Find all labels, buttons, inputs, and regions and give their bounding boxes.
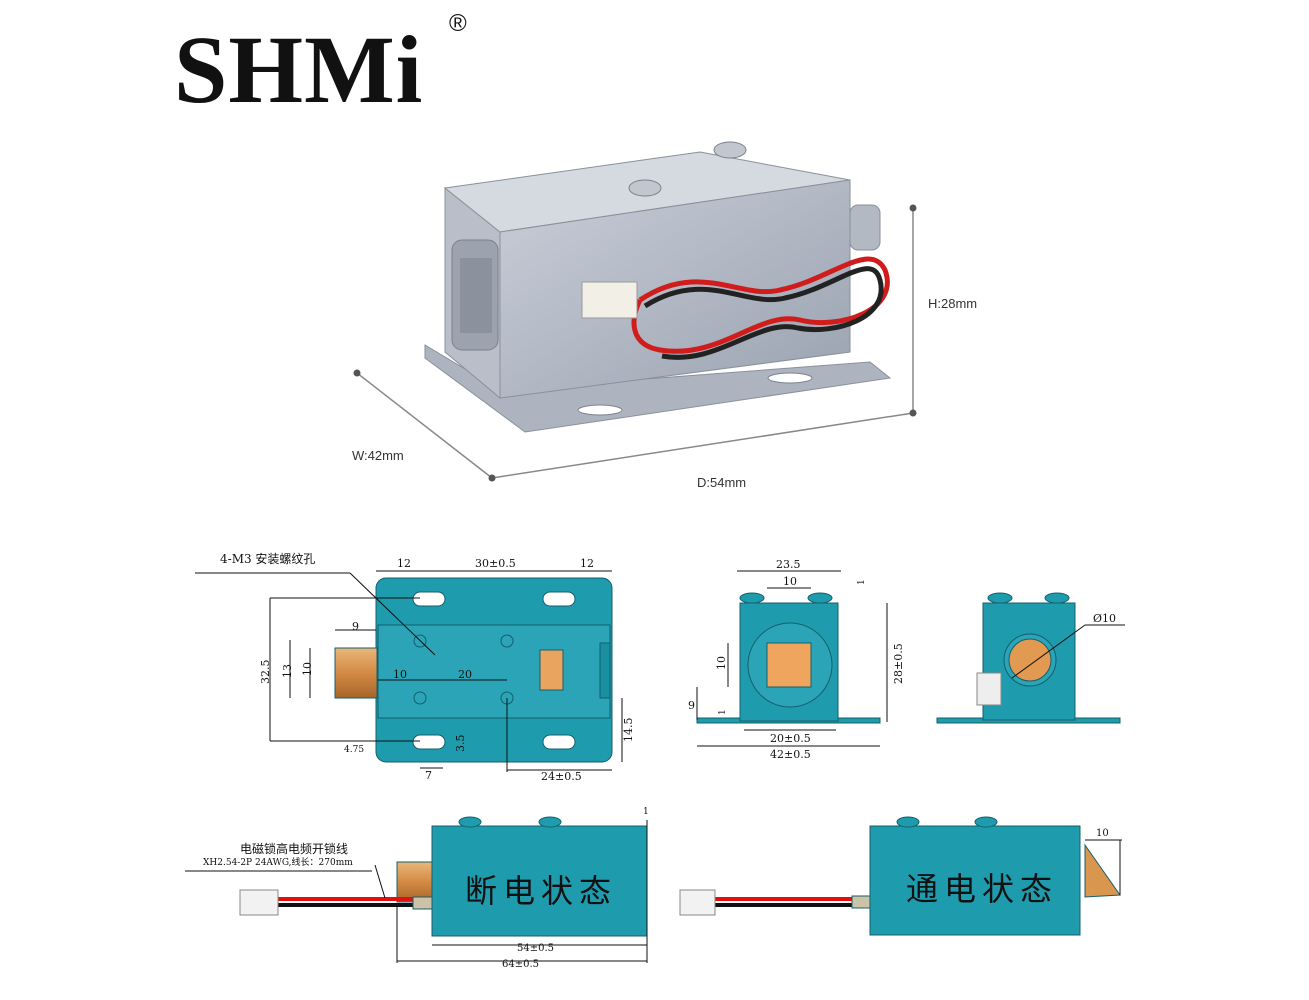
dim-label: 28±0.5 — [892, 643, 905, 684]
dim-label: 7 — [425, 769, 432, 782]
width-label: W:42mm — [352, 448, 404, 463]
dim-label: 1 — [857, 579, 867, 585]
front-view-drawing — [696, 570, 888, 747]
dim-label: 10 — [301, 662, 314, 676]
powered-view-drawing — [679, 816, 1122, 936]
wire-spec: XH2.54-2P 24AWG,线长：270mm — [203, 858, 353, 868]
dim-label: 10 — [1096, 828, 1109, 839]
wire-title: 电磁锁高电频开锁线 — [240, 842, 349, 856]
brand-logo: SHMi — [174, 16, 424, 123]
dim-label: 10 — [783, 575, 797, 588]
registered-mark: ® — [449, 10, 467, 37]
dim-label: 10 — [715, 656, 728, 670]
unpowered-view-drawing — [185, 816, 648, 963]
dim-label: 20 — [458, 668, 472, 681]
dim-label: 30±0.5 — [475, 557, 516, 570]
dim-label: 12 — [580, 557, 594, 570]
dim-label: 13 — [281, 664, 294, 678]
dim-label: 12 — [397, 557, 411, 570]
dim-label: 3.5 — [454, 734, 467, 753]
dim-label: 32.5 — [259, 659, 272, 685]
powered-state-label: 通电状态 — [906, 870, 1059, 908]
depth-label: D:54mm — [697, 475, 747, 490]
dim-label: 1 — [643, 807, 649, 817]
dim-label: 42±0.5 — [770, 748, 811, 761]
dim-label: 10 — [393, 668, 407, 681]
side-view-drawing — [936, 592, 1125, 724]
dim-label: 1 — [718, 709, 728, 715]
dim-label: 24±0.5 — [541, 770, 582, 783]
top-view-drawing — [195, 570, 623, 772]
dim-label: 4.75 — [344, 745, 365, 755]
mounting-hole-callout: 4-M3 安装螺纹孔 — [220, 552, 316, 566]
product-render — [424, 141, 892, 433]
dim-label: 9 — [352, 620, 359, 633]
dim-label: 14.5 — [622, 717, 635, 743]
dim-label: 23.5 — [776, 558, 801, 571]
height-label: H:28mm — [928, 296, 978, 311]
dim-label: 20±0.5 — [770, 732, 811, 745]
dim-label: 64±0.5 — [502, 959, 540, 970]
dim-label: 54±0.5 — [517, 943, 555, 954]
dim-label: 9 — [688, 699, 695, 712]
diameter-label: Ø10 — [1093, 612, 1117, 625]
overall-dimension-lines — [353, 204, 917, 482]
unpowered-state-label: 断电状态 — [465, 872, 618, 910]
